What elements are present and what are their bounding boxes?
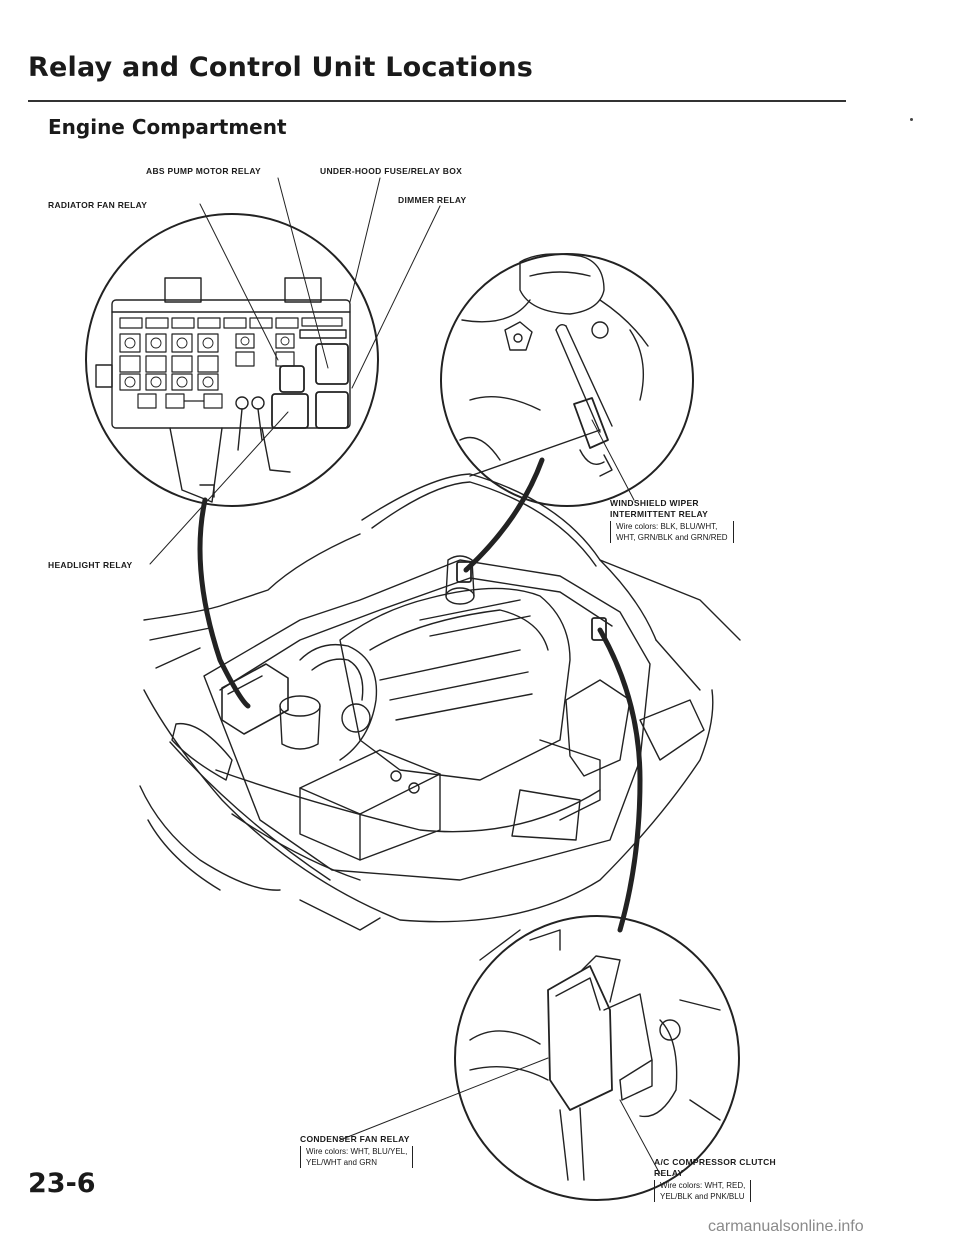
- car-body: [139, 429, 741, 931]
- leader-fuse-box: [349, 177, 381, 303]
- section-subtitle: Engine Compartment: [48, 115, 287, 139]
- label-ac-compressor-line1: A/C COMPRESSOR CLUTCH: [654, 1157, 776, 1167]
- label-radiator-fan-relay: RADIATOR FAN RELAY: [48, 200, 148, 210]
- page-number: 23-6: [28, 1168, 96, 1199]
- condenser-wire-line2: YEL/WHT and GRN: [306, 1158, 377, 1167]
- label-windshield-wiper-line1: WINDSHIELD WIPER: [610, 498, 699, 508]
- windshield-wire-colors: Wire colors: BLK, BLU/WHT, WHT, GRN/BLK …: [610, 521, 734, 543]
- wiper-relay-detail-circle: [440, 253, 694, 507]
- fuse-box-detail-circle: [85, 213, 379, 507]
- speck-mark: [910, 118, 913, 121]
- ac-wire-line2: YEL/BLK and PNK/BLU: [660, 1192, 745, 1201]
- condenser-wire-colors: Wire colors: WHT, BLU/YEL, YEL/WHT and G…: [300, 1146, 414, 1168]
- windshield-wiper-callout: WINDSHIELD WIPER INTERMITTENT RELAY Wire…: [610, 498, 734, 545]
- label-headlight-relay: HEADLIGHT RELAY: [48, 560, 133, 570]
- leader-ac: [619, 1099, 661, 1175]
- cable-bottom-relay: [597, 627, 643, 933]
- relay-detail-circle: [454, 915, 740, 1201]
- ac-wire-line1: Wire colors: WHT, RED,: [660, 1181, 746, 1190]
- label-under-hood-fuse-relay-box: UNDER-HOOD FUSE/RELAY BOX: [320, 166, 463, 176]
- title-rule: [28, 100, 846, 102]
- windshield-wire-line1: Wire colors: BLK, BLU/WHT,: [616, 522, 718, 531]
- cable-fuse-box: [197, 497, 251, 709]
- leader-headlight: [149, 411, 289, 565]
- windshield-wire-line2: WHT, GRN/BLK and GRN/RED: [616, 533, 728, 542]
- leader-condenser: [339, 1057, 549, 1141]
- ac-compressor-callout: A/C COMPRESSOR CLUTCH RELAY Wire colors:…: [654, 1157, 776, 1204]
- leader-dimmer: [351, 205, 441, 389]
- label-dimmer-relay: DIMMER RELAY: [398, 195, 467, 205]
- leader-lines: [149, 177, 661, 1175]
- leader-abs-pump: [277, 177, 329, 369]
- label-windshield-wiper-line2: INTERMITTENT RELAY: [610, 509, 709, 519]
- leader-radiator-fan: [199, 203, 279, 361]
- condenser-wire-line1: Wire colors: WHT, BLU/YEL,: [306, 1147, 408, 1156]
- label-abs-pump-motor-relay: ABS PUMP MOTOR RELAY: [146, 166, 261, 176]
- page-title: Relay and Control Unit Locations: [28, 52, 534, 83]
- leader-wiper: [591, 419, 635, 501]
- label-ac-compressor-line2: RELAY: [654, 1168, 684, 1178]
- callout-cables: [197, 457, 643, 933]
- label-condenser-fan-relay: CONDENSER FAN RELAY: [300, 1134, 410, 1144]
- watermark-link[interactable]: carmanualsonline.info: [708, 1218, 864, 1235]
- cable-wiper-relay: [463, 457, 545, 573]
- condenser-fan-callout: CONDENSER FAN RELAY Wire colors: WHT, BL…: [300, 1134, 414, 1170]
- ac-wire-colors: Wire colors: WHT, RED, YEL/BLK and PNK/B…: [654, 1180, 752, 1202]
